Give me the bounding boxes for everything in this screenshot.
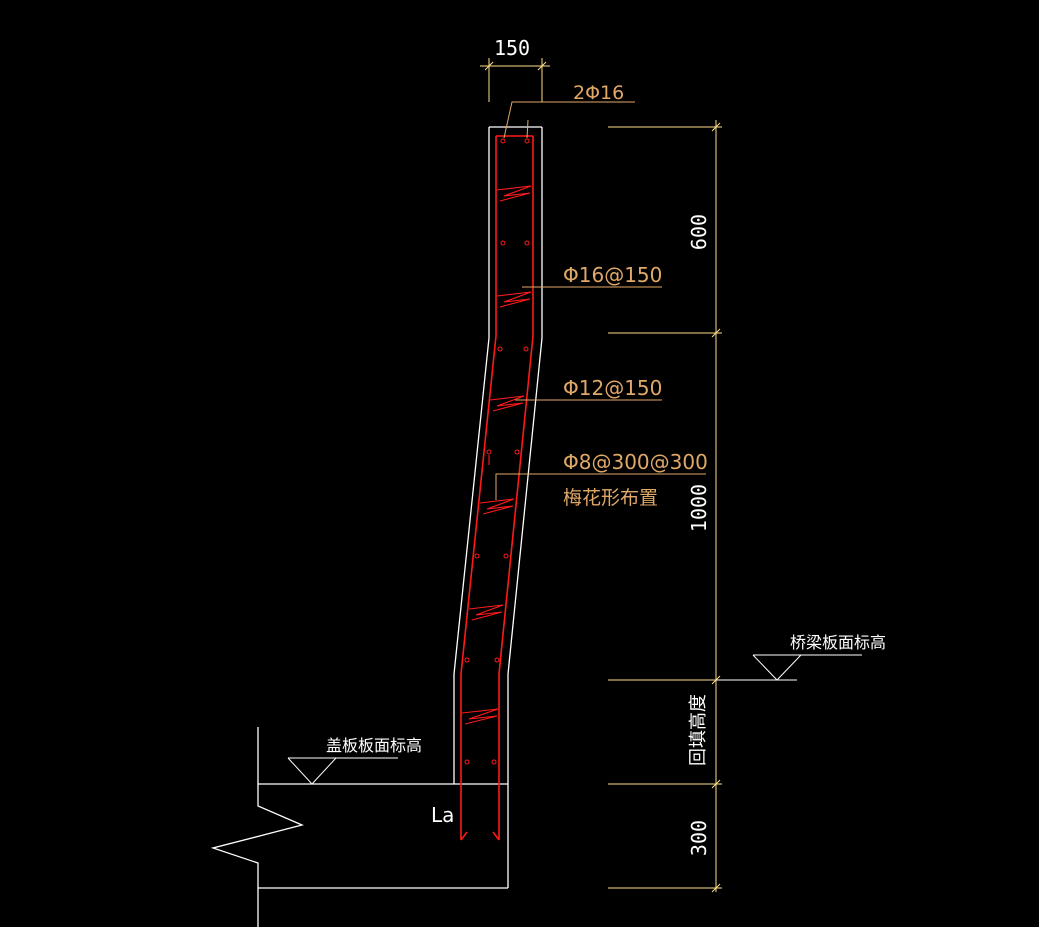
dim-tick <box>537 61 547 71</box>
tie-bar <box>489 395 525 412</box>
rebar-hook-left <box>460 831 468 841</box>
rebar-ties <box>461 185 532 725</box>
leader-top-bars-2 <box>526 119 529 139</box>
segment-middle-label: 1000 <box>687 484 711 532</box>
vertical-dimensions <box>608 120 722 893</box>
dim-tick <box>711 779 721 789</box>
cover-slab-elevation-mark <box>287 757 398 785</box>
bar-section <box>524 240 530 246</box>
top-bars-label: 2Φ16 <box>573 82 624 104</box>
bridge-deck-elevation-mark <box>716 654 862 681</box>
concrete-outline <box>210 126 543 927</box>
bar-section <box>464 759 470 765</box>
tie-bar <box>468 604 504 621</box>
rebar-cage <box>460 135 534 841</box>
bar-section <box>523 346 529 352</box>
bar-section <box>524 138 530 144</box>
leader-tie-bars <box>495 473 706 500</box>
bridge-deck-elevation-label: 桥梁板面标高 <box>790 633 886 652</box>
segment-top-label: 600 <box>687 214 711 250</box>
dim-tick <box>711 328 721 338</box>
tie-bar <box>496 291 532 308</box>
backfill-label: 回填高度 <box>688 694 709 766</box>
horizontal-bars-label: Φ12@150 <box>563 376 662 400</box>
parapet-right-face <box>507 127 543 784</box>
bar-section <box>464 657 470 663</box>
top-width-label: 150 <box>494 36 530 60</box>
anchorage-label: La <box>431 803 454 827</box>
break-line <box>210 727 304 927</box>
rebar-vertical-left <box>460 136 497 840</box>
bar-section <box>503 553 509 559</box>
bar-section <box>514 449 520 455</box>
parapet-left-face <box>453 127 490 784</box>
top-width-dimension <box>480 58 550 102</box>
tie-bar <box>496 185 532 202</box>
bar-section <box>500 138 506 144</box>
vertical-bars-label: Φ16@150 <box>563 263 662 287</box>
rebar-dots <box>464 138 530 765</box>
elevation-triangle <box>752 654 803 681</box>
tie-bar <box>461 708 499 725</box>
tie-bars-label: Φ8@300@300 <box>563 450 708 474</box>
leaders <box>495 101 706 500</box>
leader-top-bars <box>503 101 635 139</box>
dim-tick <box>484 61 494 71</box>
tie-layout-label: 梅花形布置 <box>563 487 658 509</box>
bar-section <box>491 759 497 765</box>
segment-bottom-label: 300 <box>687 820 711 856</box>
bar-section <box>486 449 492 455</box>
dim-tick <box>711 122 721 132</box>
bar-section <box>474 553 480 559</box>
elevation-triangle <box>287 757 338 785</box>
dim-tick <box>711 883 721 893</box>
bar-section <box>494 657 500 663</box>
rebar-vertical-right <box>498 136 534 840</box>
cover-slab-elevation-label: 盖板板面标高 <box>326 736 422 755</box>
rebar-hook-right <box>492 831 500 841</box>
bar-section <box>497 346 503 352</box>
tie-bar <box>479 498 515 515</box>
bar-section <box>500 240 506 246</box>
